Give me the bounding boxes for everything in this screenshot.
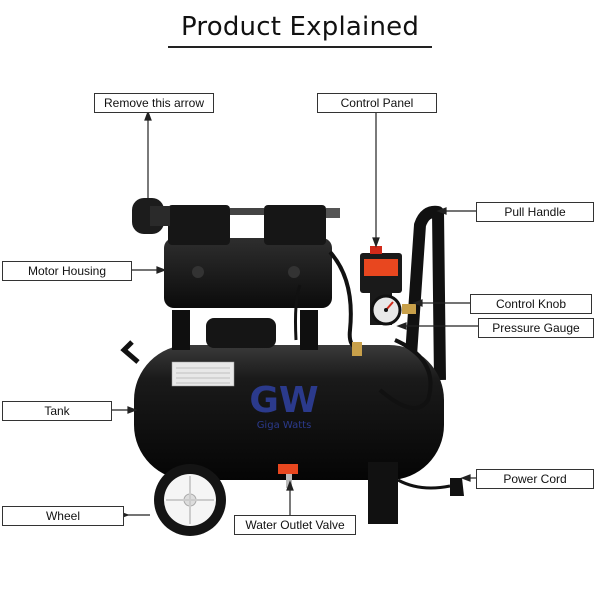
tank xyxy=(134,345,444,480)
motor-housing xyxy=(132,198,340,348)
label-power-cord: Power Cord xyxy=(476,469,594,489)
label-wheel: Wheel xyxy=(2,506,124,526)
label-remove-arrow: Remove this arrow xyxy=(94,93,214,113)
tank-side-grip xyxy=(120,340,140,364)
logo-wordmark: Giga Watts xyxy=(257,420,312,431)
page-title: Product Explained xyxy=(180,12,420,42)
pull-handle xyxy=(404,205,446,381)
rear-foot xyxy=(368,462,398,524)
label-pull-handle: Pull Handle xyxy=(476,202,594,222)
label-water-outlet-valve: Water Outlet Valve xyxy=(234,515,356,535)
label-tank: Tank xyxy=(2,401,112,421)
label-motor-housing: Motor Housing xyxy=(2,261,132,281)
power-cord xyxy=(397,478,451,490)
drain-valve xyxy=(286,474,292,488)
wheel xyxy=(154,464,226,536)
drain-valve-tag xyxy=(278,464,298,474)
logo-mark: GW xyxy=(249,380,318,421)
pressure-switch xyxy=(364,259,398,276)
pressure-gauge-dial xyxy=(370,294,402,326)
spec-sticker xyxy=(171,361,235,387)
power-plug xyxy=(450,478,464,496)
label-control-panel: Control Panel xyxy=(317,93,437,113)
label-control-knob: Control Knob xyxy=(470,294,592,314)
title-underline xyxy=(168,46,432,48)
label-pressure-gauge: Pressure Gauge xyxy=(478,318,594,338)
control-knob-fitting xyxy=(402,304,416,314)
brand-logo: GW Giga Watts xyxy=(249,380,318,431)
